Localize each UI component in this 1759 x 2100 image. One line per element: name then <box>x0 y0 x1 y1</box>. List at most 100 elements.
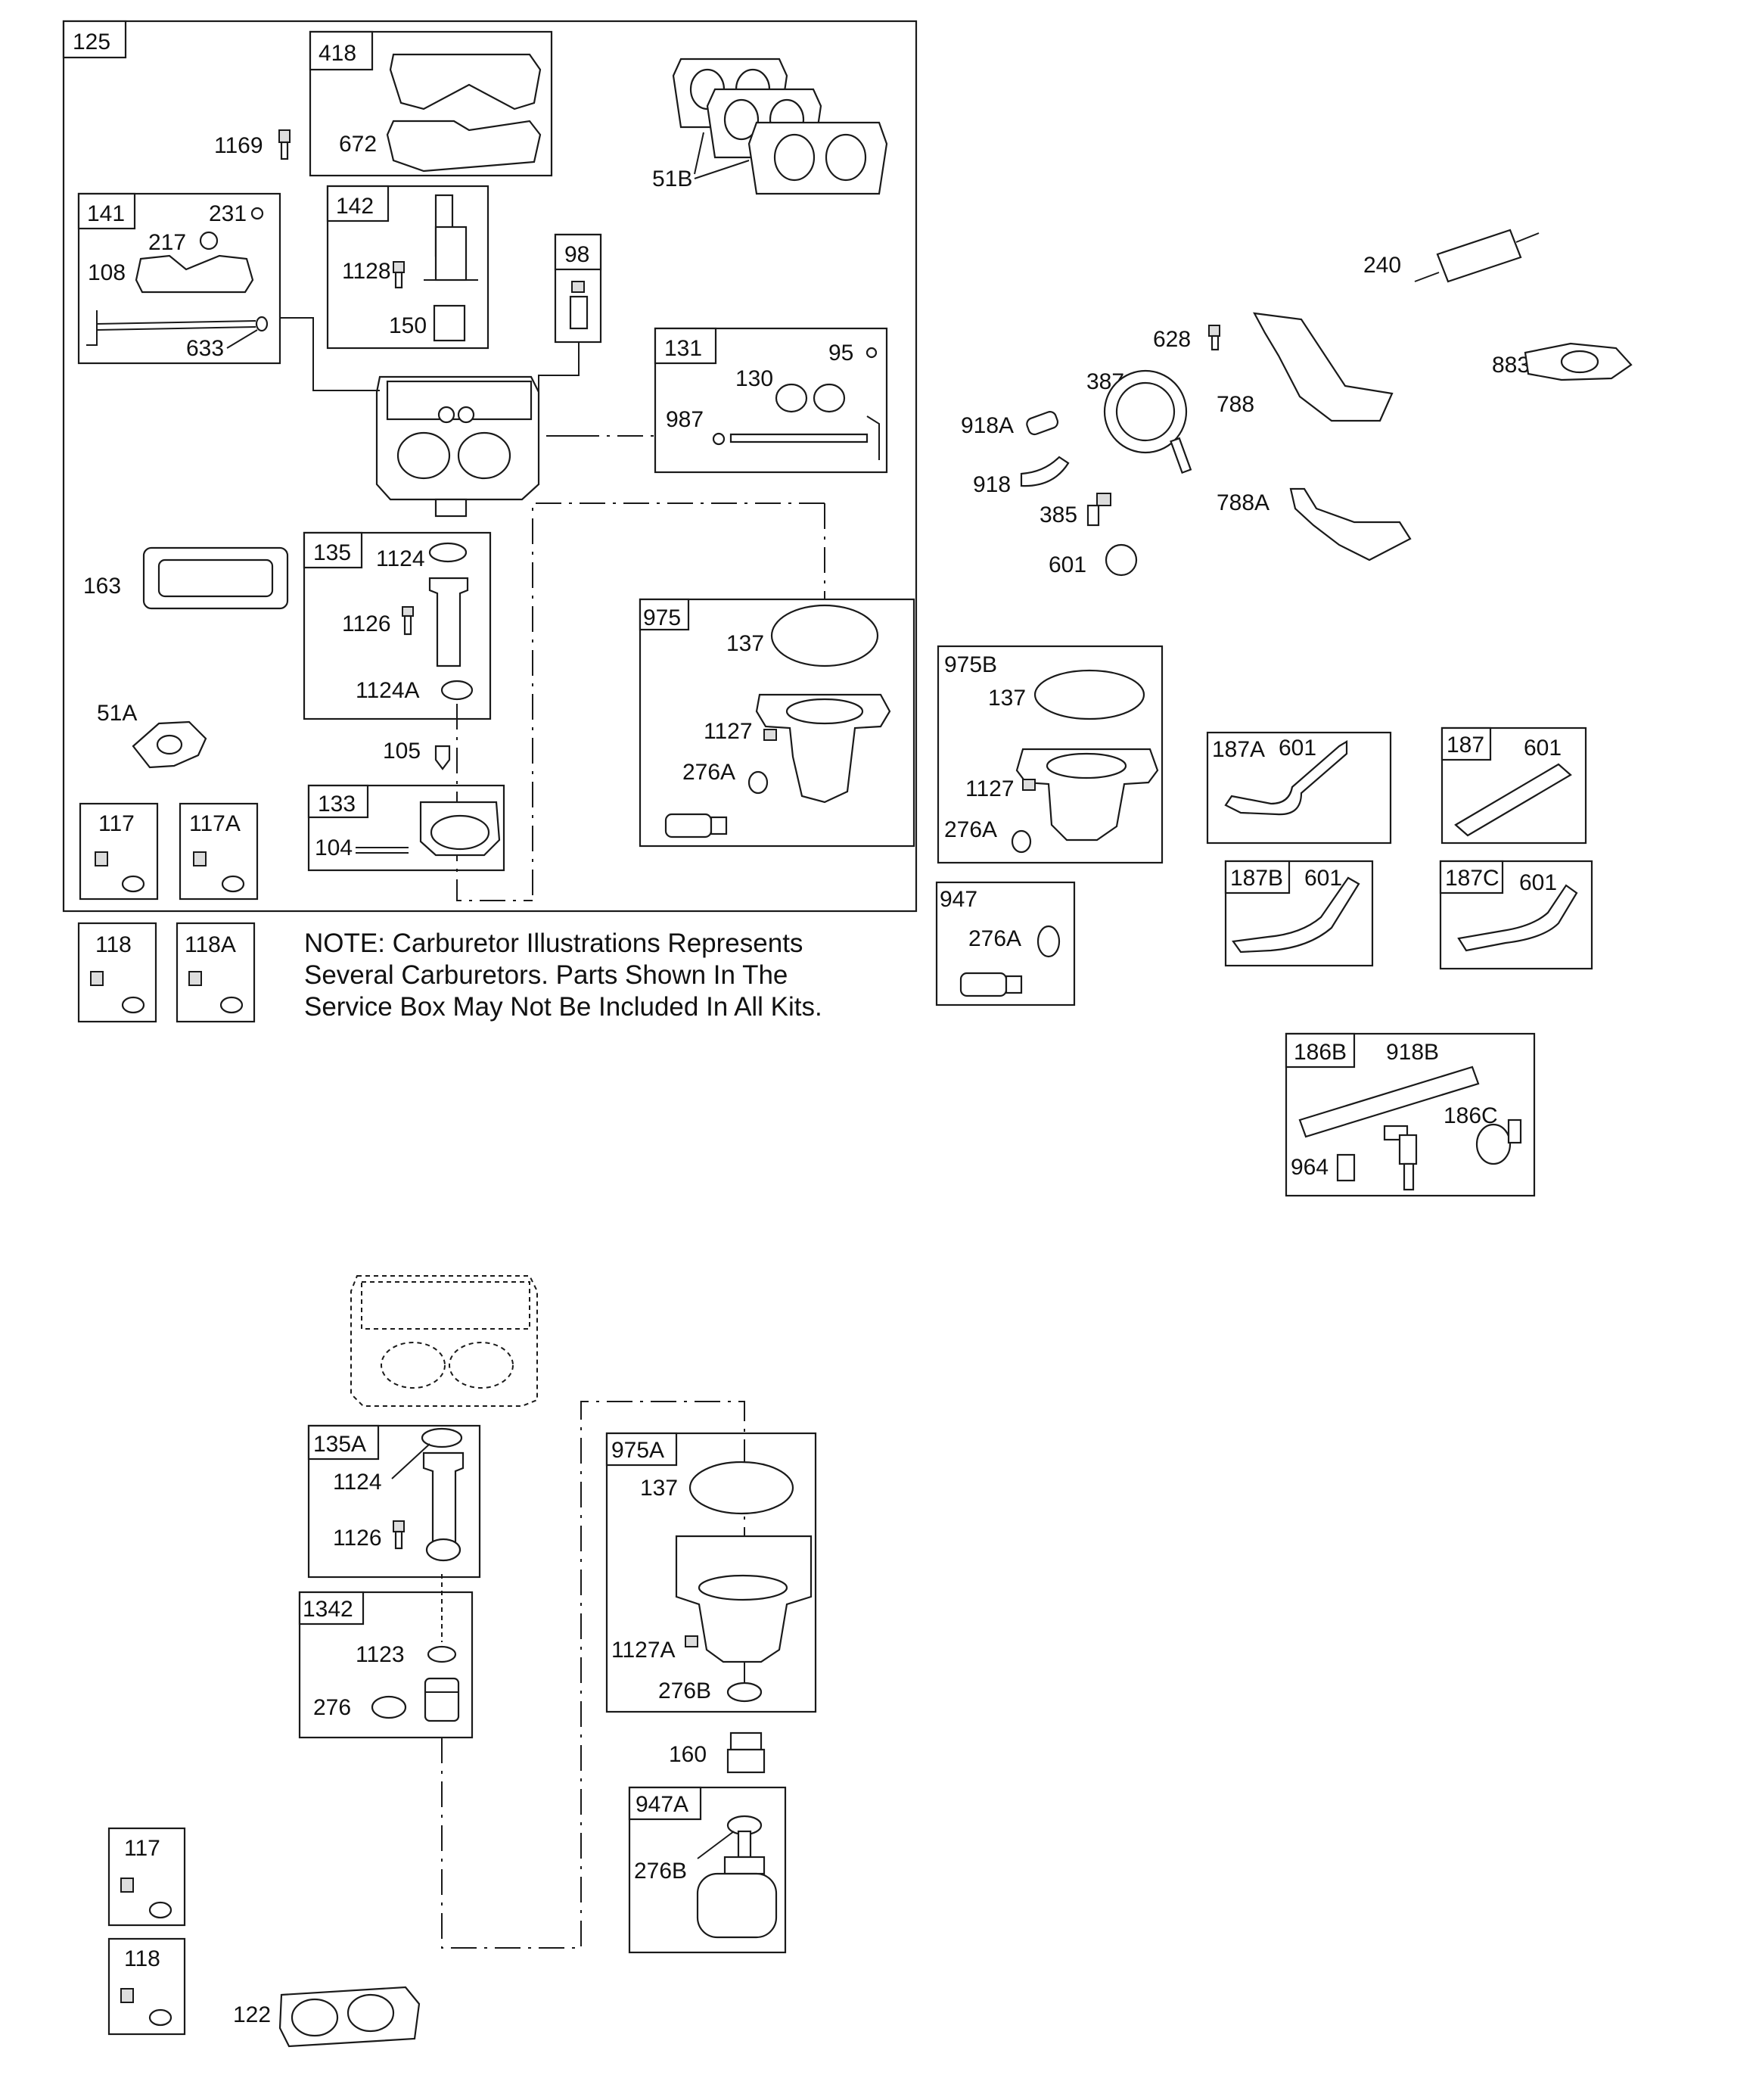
label-633: 633 <box>186 336 224 361</box>
frame-975A <box>605 1432 817 1713</box>
plug-1342 <box>424 1677 460 1722</box>
label-601-c: 601 <box>1304 866 1342 891</box>
label-122: 122 <box>233 2002 271 2027</box>
shaft-131 <box>729 433 869 443</box>
washer-117A <box>221 875 245 893</box>
label-601-d: 601 <box>1519 870 1557 895</box>
box-tag-133-frame <box>307 784 369 819</box>
connector-975-horiz <box>532 502 825 901</box>
float-133 <box>419 801 501 857</box>
box-tag-1342: 1342 <box>303 1597 353 1622</box>
hose-918A <box>1026 411 1059 436</box>
screw-117A <box>193 851 207 866</box>
box-tag-418-frame <box>309 30 374 71</box>
box-tag-975A-frame <box>605 1432 678 1467</box>
plate-150 <box>433 304 466 342</box>
box-tag-187B: 187B <box>1230 866 1283 891</box>
label-51A: 51A <box>97 701 137 726</box>
washer-1123 <box>427 1645 457 1663</box>
fitting-160 <box>726 1731 766 1774</box>
box-tag-118A: 118A <box>185 932 236 957</box>
hose-187B <box>1232 876 1360 954</box>
label-1124-b: 1124 <box>333 1470 382 1495</box>
hose-187 <box>1454 763 1572 837</box>
box-tag-975-frame <box>639 598 690 631</box>
frame-141 <box>77 192 281 365</box>
box-tag-141: 141 <box>87 201 125 226</box>
screw-1127A <box>685 1635 698 1647</box>
label-95: 95 <box>828 341 853 366</box>
gasket-set-51B <box>672 58 888 195</box>
label-672: 672 <box>339 132 377 157</box>
box-tag-141-frame <box>77 192 136 230</box>
box-tag-118-lower: 118 <box>124 1946 160 1971</box>
carburetor-body <box>375 375 540 518</box>
o-ring-137 <box>770 604 879 667</box>
bracket-788A <box>1289 487 1412 562</box>
washer-118 <box>121 996 145 1014</box>
label-385: 385 <box>1040 502 1077 527</box>
hose-187C <box>1457 884 1578 952</box>
label-601: 601 <box>1049 552 1086 577</box>
label-276: 276 <box>313 1695 351 1720</box>
washer-987 <box>712 432 726 446</box>
box-tag-98: 98 <box>564 242 589 267</box>
frame-118 <box>77 922 157 1023</box>
box-tag-142-frame <box>326 185 390 222</box>
solenoid-947 <box>959 972 1023 997</box>
needle-105 <box>434 745 451 770</box>
label-130: 130 <box>735 366 773 391</box>
valve-186C <box>1475 1118 1522 1165</box>
box-tag-118: 118 <box>95 932 132 957</box>
float-bowl-975 <box>755 693 891 804</box>
box-tag-135A-frame <box>307 1424 380 1461</box>
washer-118A <box>219 996 244 1014</box>
label-240: 240 <box>1363 253 1401 278</box>
float-bowl-part-1124 <box>428 542 469 667</box>
label-137-b: 137 <box>988 686 1026 711</box>
frame-133 <box>307 784 505 872</box>
box-tag-947A: 947A <box>636 1792 688 1817</box>
label-186C: 186C <box>1444 1103 1498 1128</box>
frame-135A <box>307 1424 481 1579</box>
gasket-418 <box>389 53 542 110</box>
label-104: 104 <box>315 835 353 860</box>
note-line-1: NOTE: Carburetor Illustrations Represent… <box>304 929 803 958</box>
plate-130-a <box>775 383 808 413</box>
label-918B: 918B <box>1386 1040 1439 1065</box>
clamp-601 <box>1105 543 1138 577</box>
screw-117-lower <box>120 1878 134 1893</box>
frame-117A <box>179 802 259 901</box>
label-160: 160 <box>669 1742 707 1767</box>
box-tag-187: 187 <box>1447 733 1484 758</box>
screw-1127 <box>763 729 777 741</box>
label-964: 964 <box>1291 1155 1329 1180</box>
washer-117 <box>121 875 145 893</box>
label-601-a: 601 <box>1279 736 1316 761</box>
label-1169: 1169 <box>214 133 263 158</box>
label-987: 987 <box>666 407 704 432</box>
label-217: 217 <box>148 230 186 255</box>
frame-117 <box>79 802 159 901</box>
frame-142 <box>326 185 489 350</box>
float-bowl-part-1124-b <box>421 1427 465 1562</box>
box-tag-125: 125 <box>73 30 110 54</box>
box-tag-131-frame <box>654 327 717 365</box>
spring-screw-98 <box>569 281 589 330</box>
box-tag-187C-frame <box>1439 860 1504 894</box>
label-163: 163 <box>83 574 121 599</box>
gasket-883 <box>1524 342 1633 381</box>
label-788: 788 <box>1217 392 1254 417</box>
washer-1124A <box>440 680 474 701</box>
box-tag-135: 135 <box>313 540 351 565</box>
frame-418 <box>309 30 553 177</box>
frame-947A <box>628 1786 787 1954</box>
box-tag-131: 131 <box>664 336 702 361</box>
hose-918 <box>1020 456 1070 487</box>
label-150: 150 <box>389 313 427 338</box>
screw-628 <box>1208 325 1220 351</box>
washer-118-lower <box>148 2008 172 2027</box>
screw-117 <box>95 851 108 866</box>
box-tag-187A: 187A <box>1212 737 1265 762</box>
solenoid-975 <box>664 813 728 838</box>
